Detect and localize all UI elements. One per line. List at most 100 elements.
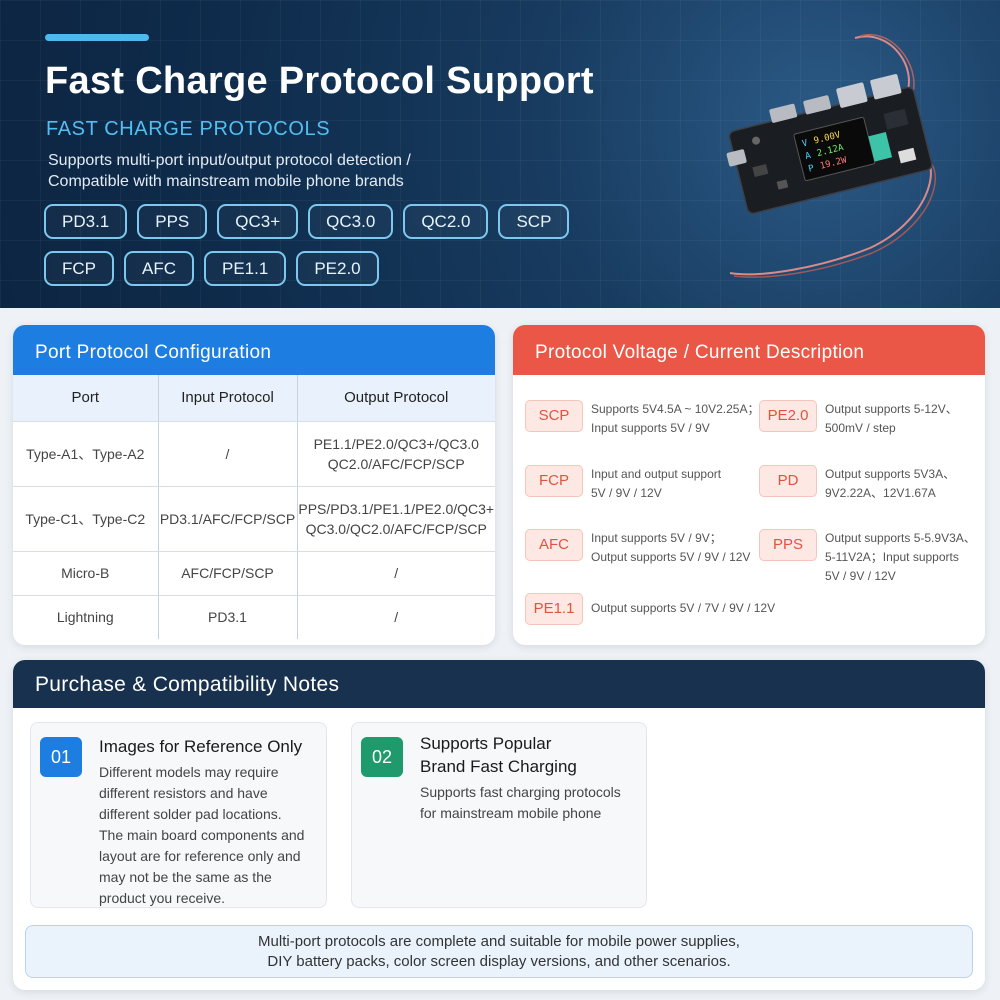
note-body-line: for mainstream mobile phone bbox=[420, 805, 602, 821]
protocol-badge: PE2.0 bbox=[759, 400, 817, 432]
protocol-tag: QC2.0 bbox=[403, 204, 489, 239]
protocol-description: Output supports 5-12V、 500mV / step bbox=[825, 400, 958, 438]
output-cell: / bbox=[297, 551, 495, 596]
protocol-item-fcp: FCP Input and output support 5V / 9V / 1… bbox=[525, 465, 721, 503]
protocol-description: Input supports 5V / 9V； Output supports … bbox=[591, 529, 750, 567]
description-line: Supports 5V4.5A ~ 10V2.25A； bbox=[591, 402, 760, 416]
input-cell: AFC/FCP/SCP bbox=[158, 551, 298, 596]
note-number-badge: 02 bbox=[361, 737, 403, 777]
table-row: Type-A1、Type-A2 / PE1.1/PE2.0/QC3+/QC3.0… bbox=[13, 421, 495, 487]
table-row: Micro-B AFC/FCP/SCP / bbox=[13, 551, 495, 596]
description-line: 5V / 9V / 12V bbox=[825, 569, 896, 583]
protocol-tag-list: PD3.1 PPS QC3+ QC3.0 QC2.0 SCP FCP AFC P… bbox=[44, 204, 604, 286]
output-line: QC3.0/QC2.0/AFC/FCP/SCP bbox=[305, 520, 487, 537]
protocol-description: Output supports 5-5.9V3A、 5-11V2A；Input … bbox=[825, 529, 976, 586]
description-line: Input supports 5V / 9V bbox=[591, 421, 710, 435]
note-brand-fast-charging: 02 Supports Popular Brand Fast Charging … bbox=[351, 722, 647, 908]
banner-line: DIY battery packs, color screen display … bbox=[267, 953, 731, 970]
protocol-item-afc: AFC Input supports 5V / 9V； Output suppo… bbox=[525, 529, 750, 567]
note-body-line: different resistors and have bbox=[99, 785, 268, 801]
hero-subtitle: FAST CHARGE PROTOCOLS bbox=[46, 118, 331, 140]
description-line: 500mV / step bbox=[825, 421, 896, 435]
note-body-line: Supports fast charging protocols bbox=[420, 784, 621, 800]
hero-description: Supports multi-port input/output protoco… bbox=[48, 150, 411, 192]
protocol-item-pe11: PE1.1 Output supports 5V / 7V / 9V / 12V bbox=[525, 593, 775, 625]
protocol-voltage-card: Protocol Voltage / Current Description S… bbox=[513, 325, 985, 645]
protocol-badge: PE1.1 bbox=[525, 593, 583, 625]
port-protocol-table: Port Input Protocol Output Protocol Type… bbox=[13, 375, 495, 639]
page-title: Fast Charge Protocol Support bbox=[45, 60, 594, 102]
protocol-description: Output supports 5V3A、 9V2.22A、12V1.67A bbox=[825, 465, 955, 503]
note-body-line: product you receive. bbox=[99, 890, 226, 906]
output-cell: PE1.1/PE2.0/QC3+/QC3.0 QC2.0/AFC/FCP/SCP bbox=[297, 421, 495, 487]
circuit-board-image: V 9.00V A 2.12A P 19.2W bbox=[726, 33, 936, 278]
notes-card-title: Purchase & Compatibility Notes bbox=[13, 660, 985, 708]
note-body: Supports fast charging protocols for mai… bbox=[420, 782, 621, 824]
port-cell: Type-C1、Type-C2 bbox=[13, 486, 159, 552]
protocol-item-pe20: PE2.0 Output supports 5-12V、 500mV / ste… bbox=[759, 400, 958, 438]
screen-v-label: V bbox=[801, 138, 809, 149]
screen-p-label: P bbox=[807, 164, 815, 175]
protocol-description: Supports 5V4.5A ~ 10V2.25A； Input suppor… bbox=[591, 400, 759, 438]
protocol-badge: AFC bbox=[525, 529, 583, 561]
protocol-badge: SCP bbox=[525, 400, 583, 432]
note-number-badge: 01 bbox=[40, 737, 82, 777]
output-line: PPS/PD3.1/PE1.1/PE2.0/QC3+ bbox=[298, 500, 495, 517]
input-cell: PD3.1 bbox=[158, 595, 298, 639]
hero-accent-bar bbox=[45, 34, 149, 41]
description-line: Output supports 5-5.9V3A、 bbox=[825, 531, 976, 545]
protocol-tag: PE2.0 bbox=[296, 251, 379, 286]
description-line: Output supports 5-12V、 bbox=[825, 402, 958, 416]
note-body-line: may not be the same as the bbox=[99, 869, 272, 885]
port-protocol-card: Port Protocol Configuration Port Input P… bbox=[13, 325, 495, 645]
table-row: Lightning PD3.1 / bbox=[13, 595, 495, 639]
usage-scenarios-banner: Multi-port protocols are complete and su… bbox=[25, 925, 973, 978]
protocol-tag: FCP bbox=[44, 251, 114, 286]
hero-desc-line: Compatible with mainstream mobile phone … bbox=[48, 173, 404, 190]
port-cell: Lightning bbox=[13, 595, 159, 639]
protocol-badge: FCP bbox=[525, 465, 583, 497]
output-cell: / bbox=[394, 609, 399, 626]
protocol-item-pps: PPS Output supports 5-5.9V3A、 5-11V2A；In… bbox=[759, 529, 976, 586]
protocol-tag: QC3+ bbox=[217, 204, 299, 239]
protocol-tag: QC3.0 bbox=[308, 204, 394, 239]
note-body-line: Different models may require bbox=[99, 764, 279, 780]
note-title-line: Brand Fast Charging bbox=[420, 757, 577, 776]
description-line: 9V2.22A、12V1.67A bbox=[825, 486, 936, 500]
note-reference-only: 01 Images for Reference Only Different m… bbox=[30, 722, 327, 908]
protocol-tag: AFC bbox=[124, 251, 194, 286]
banner-line: Multi-port protocols are complete and su… bbox=[258, 933, 740, 950]
description-line: Output supports 5V3A、 bbox=[825, 467, 956, 481]
output-cell: PPS/PD3.1/PE1.1/PE2.0/QC3+ QC3.0/QC2.0/A… bbox=[297, 486, 495, 552]
port-cell: Type-A1、Type-A2 bbox=[13, 421, 159, 487]
column-header-input: Input Protocol bbox=[158, 375, 298, 422]
description-line: Input and output support bbox=[591, 467, 722, 481]
description-line: Output supports 5V / 7V / 9V / 12V bbox=[591, 601, 776, 615]
output-line: QC2.0/AFC/FCP/SCP bbox=[327, 455, 465, 472]
protocol-tag: PD3.1 bbox=[44, 204, 128, 239]
description-line: 5V / 9V / 12V bbox=[591, 486, 662, 500]
input-cell: / bbox=[158, 421, 298, 487]
screen-a-label: A bbox=[804, 151, 812, 162]
description-line: Input supports 5V / 9V； bbox=[591, 531, 722, 545]
output-line: PE1.1/PE2.0/QC3+/QC3.0 bbox=[313, 435, 479, 452]
hero-desc-line: Supports multi-port input/output protoco… bbox=[48, 152, 411, 169]
column-header-output: Output Protocol bbox=[297, 375, 495, 422]
purchase-notes-card: Purchase & Compatibility Notes 01 Images… bbox=[13, 660, 985, 990]
protocol-description: Output supports 5V / 7V / 9V / 12V bbox=[591, 593, 775, 618]
hero-banner: Fast Charge Protocol Support FAST CHARGE… bbox=[0, 0, 1000, 308]
protocol-item-scp: SCP Supports 5V4.5A ~ 10V2.25A； Input su… bbox=[525, 400, 759, 438]
note-title: Images for Reference Only bbox=[99, 737, 303, 756]
note-body: Different models may require different r… bbox=[99, 762, 304, 909]
note-body-line: layout are for reference only and bbox=[99, 848, 301, 864]
note-title-line: Supports Popular bbox=[420, 734, 552, 753]
port-cell: Micro-B bbox=[13, 551, 159, 596]
table-row: Type-C1、Type-C2 PD3.1/AFC/FCP/SCP PPS/PD… bbox=[13, 486, 495, 552]
protocol-tag: SCP bbox=[498, 204, 570, 239]
note-title: Supports Popular Brand Fast Charging bbox=[420, 732, 577, 778]
protocol-description: Input and output support 5V / 9V / 12V bbox=[591, 465, 721, 503]
port-card-title: Port Protocol Configuration bbox=[13, 325, 495, 375]
voltage-card-title: Protocol Voltage / Current Description bbox=[513, 325, 985, 375]
protocol-item-pd: PD Output supports 5V3A、 9V2.22A、12V1.67… bbox=[759, 465, 955, 503]
note-body-line: The main board components and bbox=[99, 827, 305, 843]
